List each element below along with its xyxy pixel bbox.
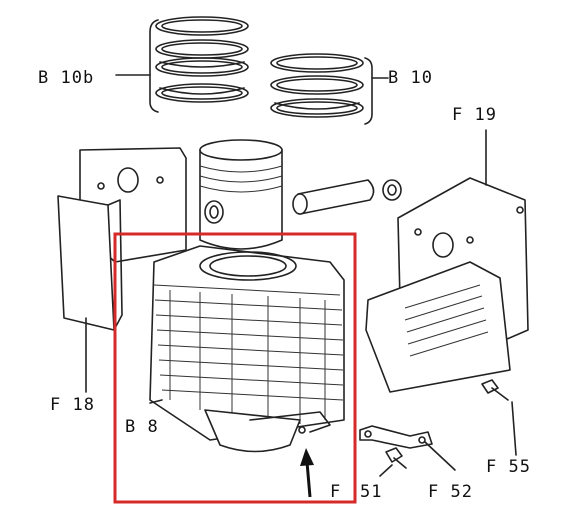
piston-rings-b10b	[115, 16, 249, 113]
highlight-box	[113, 232, 357, 504]
label-f18: F 18	[50, 395, 95, 415]
label-b8: B 8	[125, 417, 159, 437]
b10b-bracket	[149, 19, 159, 113]
label-b10b: B 10b	[38, 68, 94, 88]
bolt-f55	[481, 379, 517, 456]
label-f19: F 19	[452, 105, 497, 125]
label-f: F	[330, 482, 341, 502]
bolt-f51	[379, 447, 407, 477]
cylinder-b8	[149, 245, 345, 453]
pointer-arrow	[300, 448, 314, 498]
label-f51: 51	[360, 482, 382, 502]
piston	[199, 139, 283, 250]
piston-rings-b10	[270, 53, 389, 125]
label-f55: F 55	[486, 457, 531, 477]
b10-bracket	[364, 57, 373, 125]
piston-pin	[292, 179, 402, 215]
label-b10: B 10	[388, 68, 433, 88]
cooling-shroud-f19	[365, 129, 529, 393]
label-f52: F 52	[428, 482, 473, 502]
bracket-f52	[359, 425, 456, 471]
